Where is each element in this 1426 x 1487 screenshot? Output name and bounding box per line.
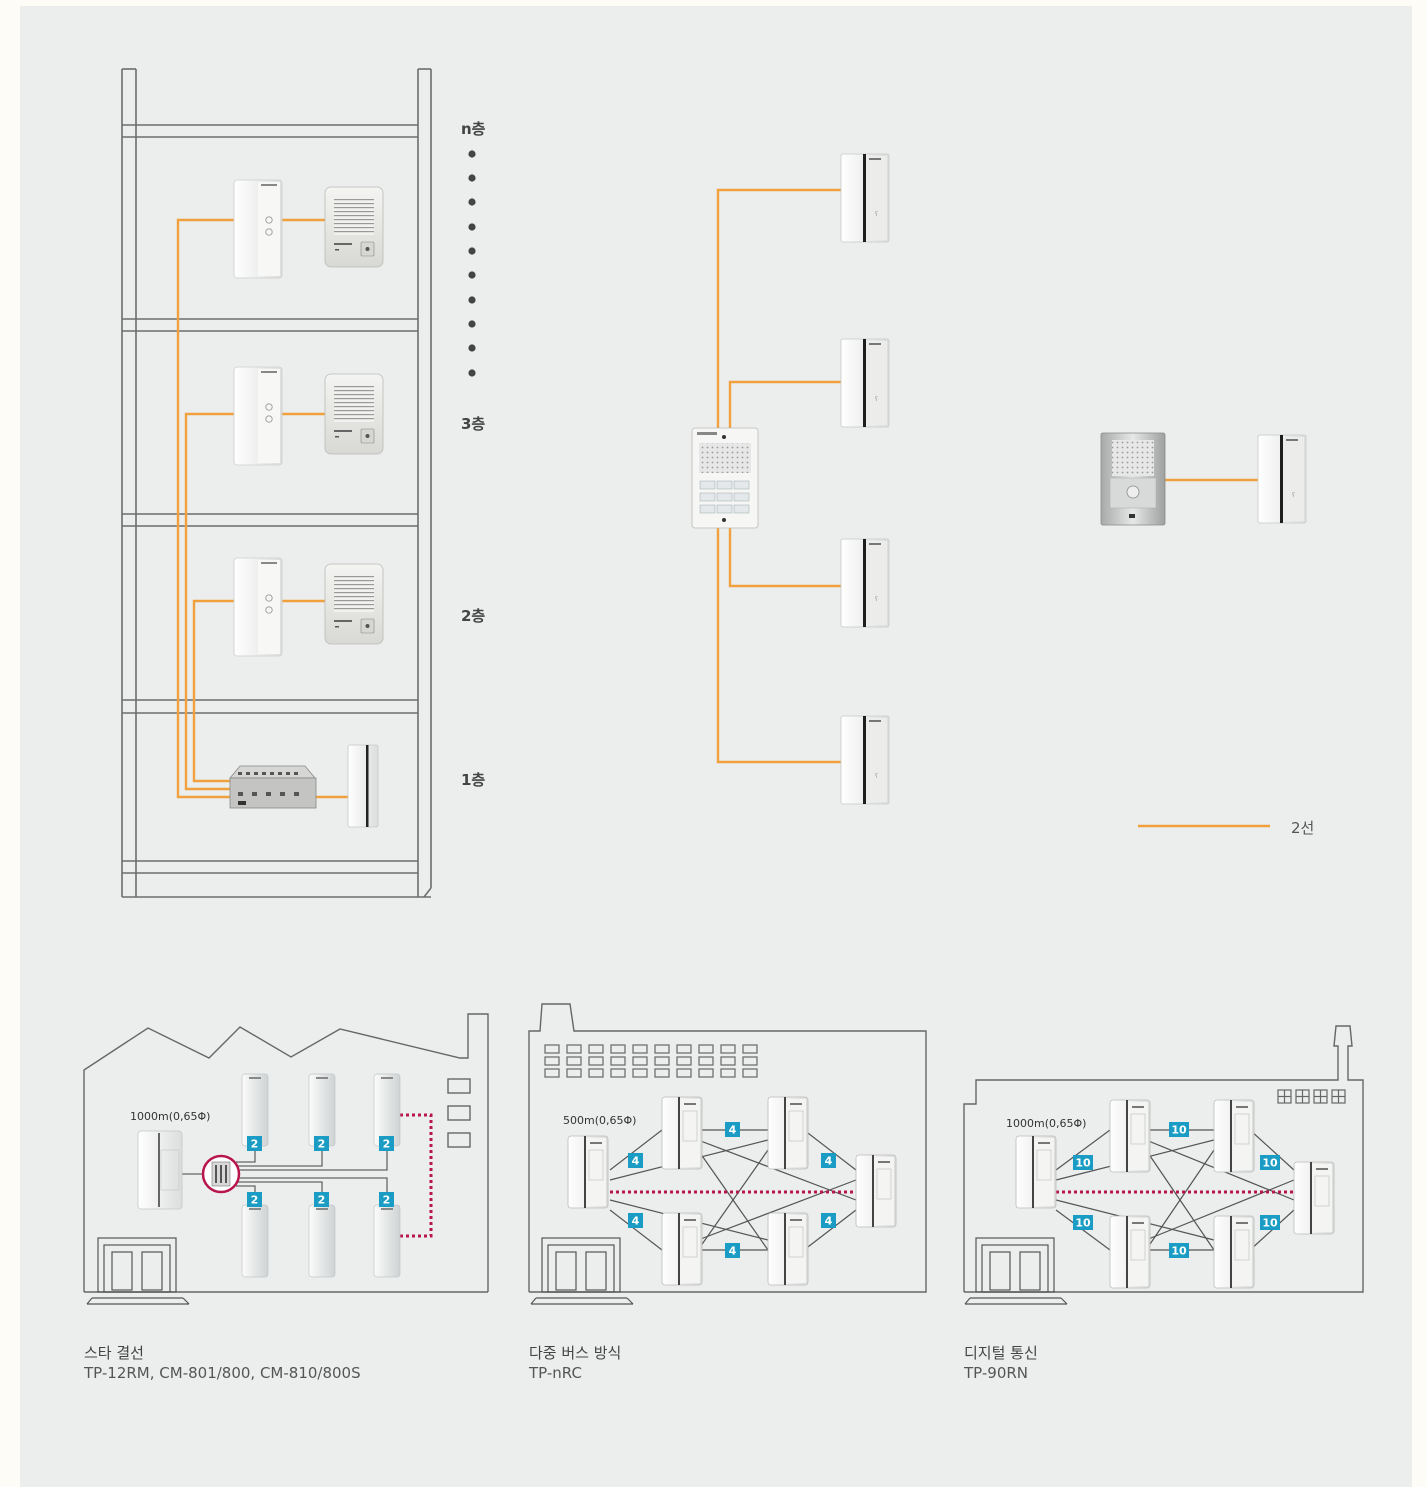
svg-text:10: 10 <box>1262 1157 1278 1170</box>
bus-links <box>609 1129 857 1251</box>
handset-icon <box>1109 1215 1151 1289</box>
svg-text:2: 2 <box>383 1138 391 1151</box>
switch-box-icon <box>201 1154 241 1194</box>
handset-icon <box>840 153 890 243</box>
svg-text:4: 4 <box>825 1215 833 1228</box>
legend-label: 2선 <box>1291 819 1315 837</box>
door-icon <box>530 1237 634 1305</box>
caption-title: 디지털 통신 <box>964 1344 1038 1362</box>
master-station-icon <box>1015 1135 1057 1209</box>
handset-icon <box>661 1096 703 1170</box>
svg-text:10: 10 <box>1262 1217 1278 1230</box>
window-grid <box>544 1044 758 1078</box>
svg-text:2: 2 <box>318 1138 326 1151</box>
svg-text:10: 10 <box>1171 1245 1187 1258</box>
handset-icon <box>840 715 890 805</box>
switch-box-icon <box>229 765 317 809</box>
svg-text:2: 2 <box>251 1194 259 1207</box>
handset-icon <box>308 1204 336 1278</box>
handset-icon <box>308 1073 336 1147</box>
svg-text:4: 4 <box>825 1155 833 1168</box>
link-dotted <box>400 1113 433 1238</box>
window-grid <box>1277 1089 1346 1104</box>
svg-text:4: 4 <box>632 1215 640 1228</box>
floor-label-3: 3층 <box>461 415 486 433</box>
star-wiring <box>716 188 841 764</box>
handset-icon <box>233 366 283 466</box>
distance-label: 1000m(0,65Φ) <box>130 1110 210 1123</box>
building-outline <box>963 1025 1364 1293</box>
caption-models: TP-12RM, CM-801/800, CM-810/800S <box>84 1364 361 1382</box>
digital-links <box>1055 1129 1295 1251</box>
handset-icon <box>241 1204 269 1278</box>
handset-icon <box>661 1212 703 1286</box>
handset-icon <box>233 179 283 279</box>
caption-title: 다중 버스 방식 <box>529 1344 622 1362</box>
handset-icon <box>347 744 379 828</box>
caption-title: 스타 결선 <box>84 1344 144 1362</box>
door-icon <box>964 1237 1068 1305</box>
svg-text:10: 10 <box>1075 1217 1091 1230</box>
floor-label-1: 1층 <box>461 771 486 789</box>
handset-icon <box>767 1212 809 1286</box>
distance-label: 1000m(0,65Φ) <box>1006 1117 1086 1130</box>
door-icon <box>86 1237 190 1305</box>
handset-icon <box>1213 1099 1255 1173</box>
master-station-icon <box>691 427 759 529</box>
svg-text:10: 10 <box>1075 1157 1091 1170</box>
distance-label: 500m(0,65Φ) <box>563 1114 636 1127</box>
handset-icon <box>1293 1161 1335 1235</box>
handset-icon <box>241 1073 269 1147</box>
caption-models: TP-nRC <box>529 1364 582 1382</box>
floor-label-n: n층 <box>461 120 486 138</box>
svg-text:4: 4 <box>729 1245 737 1258</box>
floor-dots <box>468 150 476 377</box>
handset-icon <box>373 1073 401 1147</box>
svg-text:2: 2 <box>318 1194 326 1207</box>
handset-icon <box>840 338 890 428</box>
handset-icon <box>233 557 283 657</box>
badge-group: 4 4 4 4 4 4 <box>628 1122 836 1258</box>
handset-icon <box>840 538 890 628</box>
handset-icon <box>373 1204 401 1278</box>
building-frame <box>121 68 432 898</box>
svg-text:4: 4 <box>729 1124 737 1137</box>
door-station-icon <box>1100 432 1166 526</box>
floor-label-2: 2층 <box>461 607 486 625</box>
handset-icon <box>1109 1099 1151 1173</box>
svg-text:2: 2 <box>383 1194 391 1207</box>
door-station-icon <box>324 373 384 455</box>
handset-icon <box>1257 434 1307 524</box>
caption-models: TP-90RN <box>964 1364 1029 1382</box>
handset-icon <box>1213 1215 1255 1289</box>
svg-text:10: 10 <box>1171 1124 1187 1137</box>
svg-text:4: 4 <box>632 1155 640 1168</box>
badge-group: 10 10 10 10 10 10 <box>1073 1122 1280 1258</box>
building-outline <box>528 1003 927 1293</box>
handset-icon <box>767 1096 809 1170</box>
master-station-icon <box>567 1135 609 1209</box>
floor-wiring <box>176 218 349 799</box>
handset-icon <box>855 1154 897 1228</box>
badge-group: 2 2 2 2 2 2 <box>247 1136 394 1207</box>
master-station-icon <box>137 1130 183 1210</box>
door-station-icon <box>324 563 384 645</box>
door-station-icon <box>324 186 384 268</box>
svg-text:2: 2 <box>251 1138 259 1151</box>
